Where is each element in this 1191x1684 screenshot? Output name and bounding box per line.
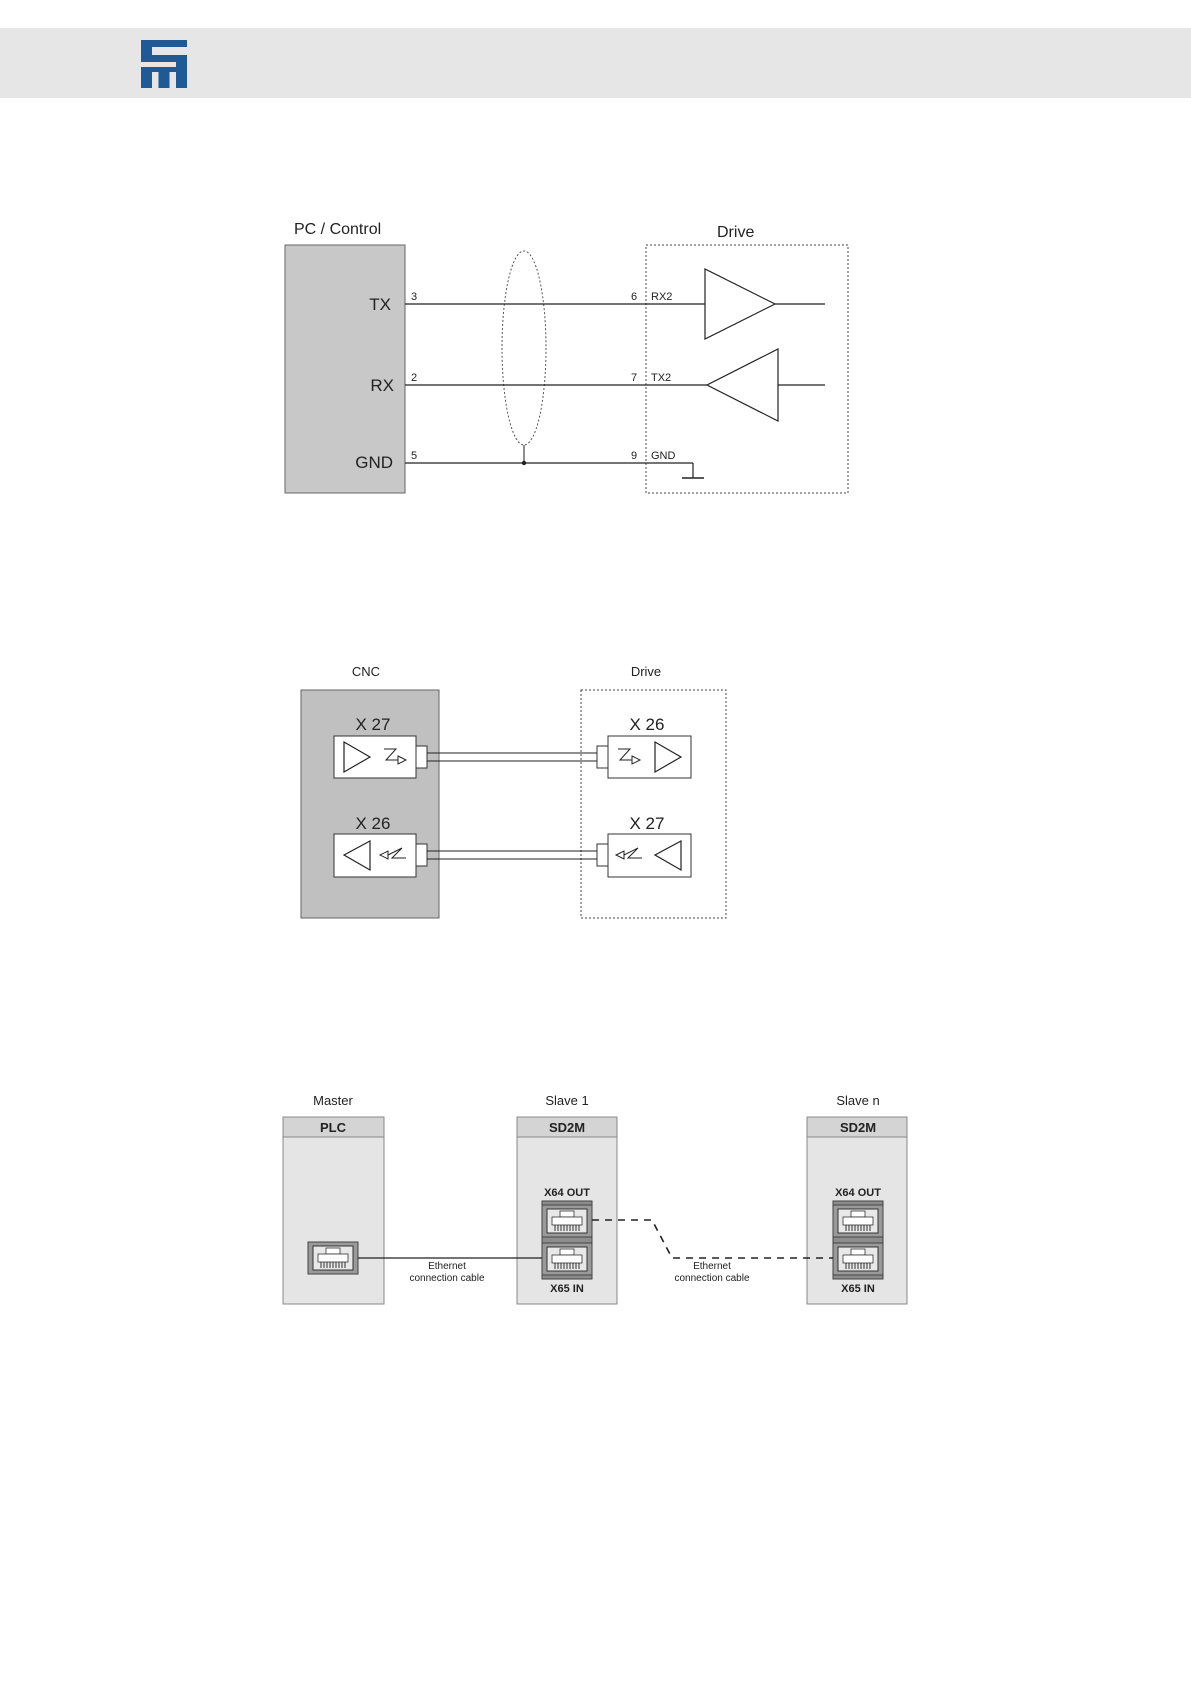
slaven-x65-in-label: X65 IN [841, 1283, 875, 1295]
slaven-x64-out-label: X64 OUT [835, 1187, 881, 1199]
cable2-label-line2: connection cable [674, 1273, 749, 1284]
slaven-device-label: SD2M [840, 1120, 876, 1135]
plc-box [283, 1117, 384, 1304]
slave1-x64-out-label: X64 OUT [544, 1187, 590, 1199]
slave1-device-label: SD2M [549, 1120, 585, 1135]
slave1-x65-in-label: X65 IN [550, 1283, 584, 1295]
plc-label: PLC [320, 1120, 347, 1135]
ethernet-cable-slave1-slaven [592, 1220, 833, 1258]
master-title: Master [313, 1093, 353, 1108]
slave1-title: Slave 1 [545, 1093, 588, 1108]
cable1-label-line2: connection cable [409, 1273, 484, 1284]
cable1-label-line1: Ethernet [428, 1261, 466, 1272]
slave1-x64-port-icon [542, 1205, 592, 1237]
slaven-x65-port-icon [833, 1243, 883, 1275]
slave1-x65-port-icon [542, 1243, 592, 1275]
cable2-label-line1: Ethernet [693, 1261, 731, 1272]
plc-ethernet-port-icon [308, 1242, 358, 1274]
slaven-title: Slave n [836, 1093, 879, 1108]
slaven-x64-port-icon [833, 1205, 883, 1237]
